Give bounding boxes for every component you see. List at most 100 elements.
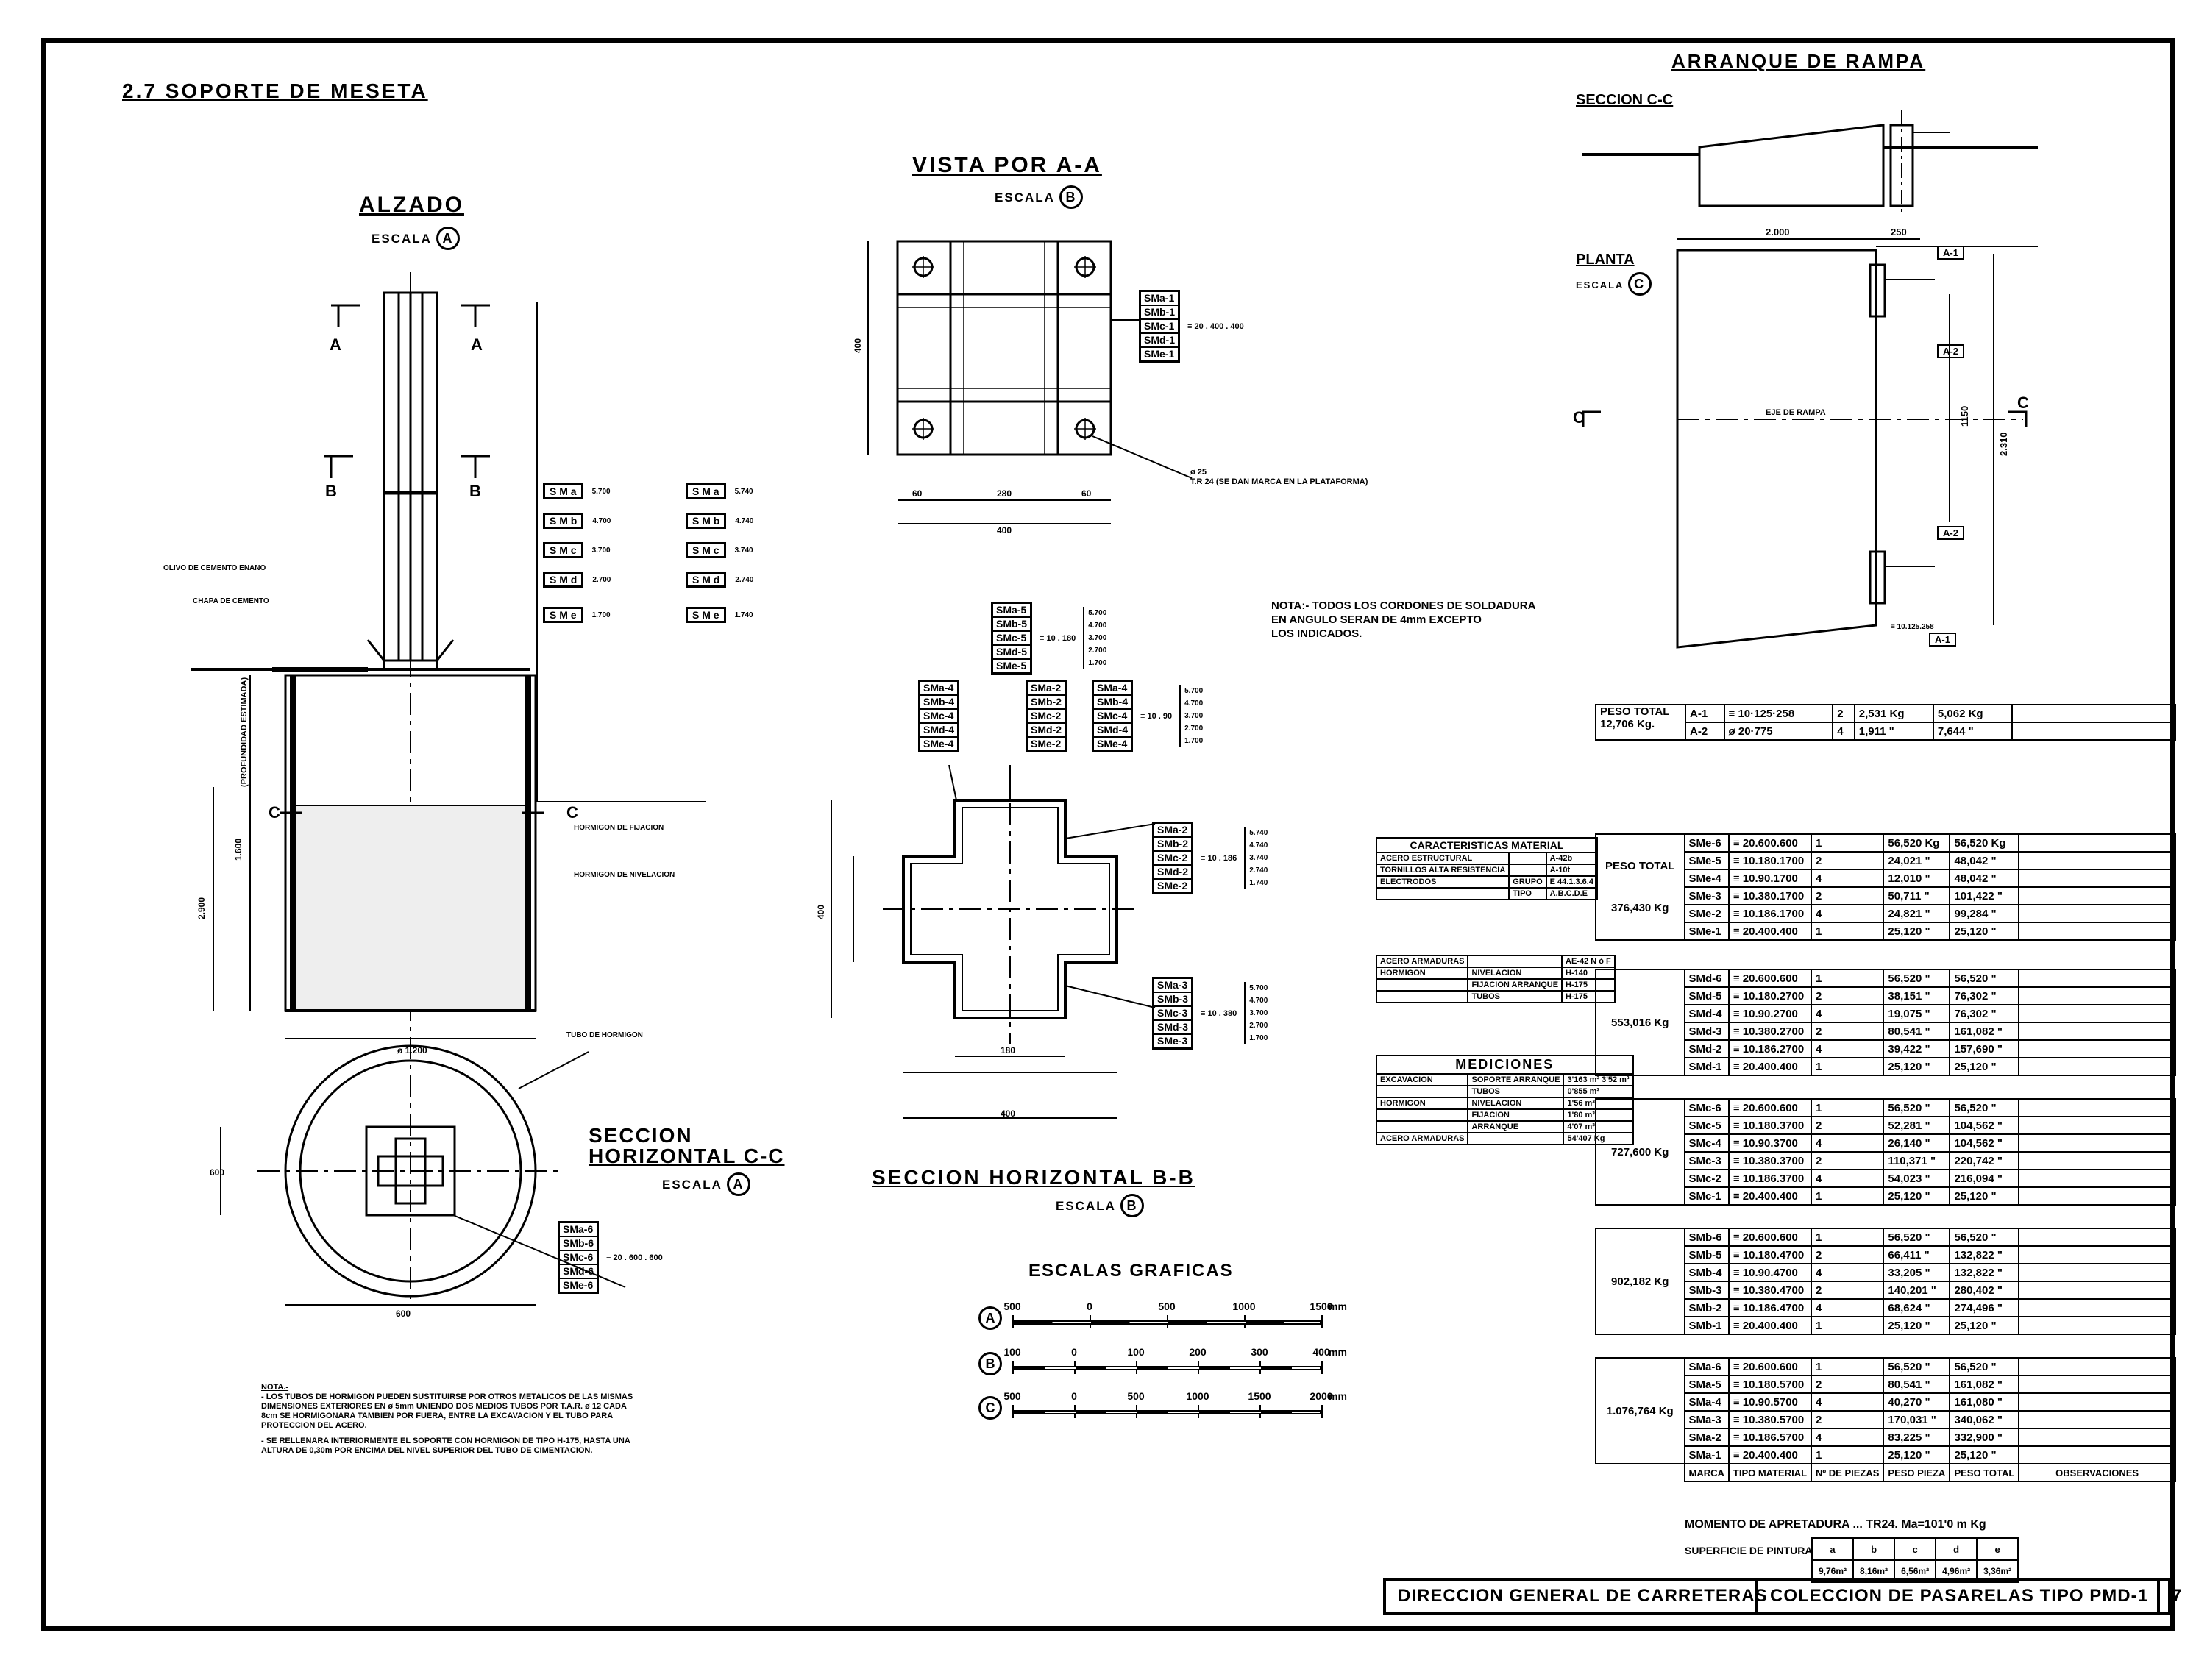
alzado-title: ALZADO — [359, 193, 464, 217]
elevation-tag: S M b — [543, 513, 584, 529]
marker-tag: SMa-4 — [920, 682, 957, 696]
marker-tag: SMe-4 — [923, 738, 954, 750]
label-hormigon-nivelacion: HORMIGON DE NIVELACION — [574, 871, 675, 879]
scale-tick-label: 100 — [1003, 1346, 1021, 1358]
marker-tag: SMe-2 — [1157, 880, 1188, 891]
seccion-bb-title: SECCION HORIZONTAL B-B — [872, 1166, 1195, 1189]
dim-aa-3: 60 — [1081, 488, 1092, 499]
scale-unit: mm — [1329, 1346, 1347, 1358]
marker-tag: SMa-6 — [560, 1223, 597, 1237]
marker-tag: SMc-3 — [1154, 1007, 1191, 1021]
marker-value: 3.740 — [1249, 854, 1268, 862]
marker-tag: SMb-2 — [1154, 838, 1191, 852]
marker-tag: SMc-5 — [993, 632, 1030, 646]
scale-tick-label: 1000 — [1186, 1390, 1209, 1402]
tag-a2-top: A-2 — [1937, 344, 1964, 358]
elevation-tag: S M c — [543, 542, 583, 558]
dim-1150-a: 1150 — [1959, 406, 1970, 427]
elevation-tag: S M e — [543, 607, 583, 623]
dim-bb-total: 400 — [1001, 1108, 1015, 1119]
tag-a1-top: A-1 — [1937, 246, 1964, 260]
group-total: 902,182 Kg — [1611, 1275, 1669, 1288]
scale-tick-label: 1000 — [1232, 1300, 1256, 1312]
c-mark-right: C — [2017, 394, 2029, 412]
group-total: 727,600 Kg — [1611, 1145, 1669, 1158]
marker-value: 3.700 — [1249, 1009, 1268, 1017]
scale-tick-label: 300 — [1251, 1346, 1268, 1358]
marker-profile: ≡ 10 . 380 — [1201, 1008, 1237, 1018]
marker-profile: ≡ 20 . 600 . 600 — [606, 1253, 663, 1262]
label-olivo: OLIVO DE CEMENTO ENANO — [163, 564, 266, 572]
marker-tag: SMc-2 — [1154, 852, 1191, 866]
pintura-label: SUPERFICIE DE PINTURA — [1685, 1545, 1813, 1556]
elevation-value: 4.700 — [592, 516, 611, 525]
marker-value: 4.700 — [1184, 700, 1204, 708]
label-chapa: CHAPA DE CEMENTO — [193, 597, 269, 605]
scale-tick-label: 0 — [1087, 1300, 1092, 1312]
elevation-value: 2.740 — [735, 575, 754, 584]
dim-bb-inner: 180 — [1001, 1045, 1015, 1056]
elevation-tag: S M d — [686, 572, 727, 588]
escalas-title: ESCALAS GRAFICAS — [1028, 1261, 1234, 1281]
marker-tag: SMe-5 — [996, 660, 1027, 672]
marker-tag: SMd-4 — [1094, 724, 1131, 738]
section-mark-b-left: B — [325, 482, 337, 500]
label-profundidad: (PROFUNDIDAD ESTIMADA) — [240, 677, 249, 787]
elevation-value: 1.740 — [734, 611, 753, 619]
marker-tag: SMb-4 — [920, 696, 957, 710]
marker-tag: SMd-5 — [993, 646, 1030, 660]
marker-tag: SMc-4 — [1094, 710, 1131, 724]
marker-value: 4.700 — [1249, 997, 1268, 1005]
title-org: DIRECCION GENERAL DE CARRETERAS — [1386, 1581, 1767, 1612]
scale-tick-label: 200 — [1189, 1346, 1207, 1358]
marker-tag: SMc-1 — [1141, 320, 1178, 334]
alzado-drawing: A A B B C C HORMIGON DE FIJACION HORMIGO… — [191, 272, 706, 1317]
marker-tag: SMd-2 — [1028, 724, 1065, 738]
momento-apretadura: MOMENTO DE APRETADURA ... TR24. Ma=101'0… — [1685, 1518, 1986, 1531]
marker-tag: SMa-2 — [1028, 682, 1065, 696]
title-block: DIRECCION GENERAL DE CARRETERAS COLECCIO… — [1383, 1578, 2181, 1615]
scale-tick-label: 2000 — [1310, 1390, 1333, 1402]
section-mark-c-right: C — [566, 803, 578, 822]
vista-aa-escala: ESCALA B — [995, 185, 1083, 209]
marker-value: 5.700 — [1184, 687, 1204, 695]
elevation-tag: S M c — [686, 542, 726, 558]
scale-tick-label: 0 — [1071, 1390, 1077, 1402]
dim-aa-1: 60 — [912, 488, 923, 499]
marker-profile: ≡ 10 . 180 — [1040, 633, 1076, 643]
elevation-value: 5.700 — [591, 487, 611, 496]
title-coleccion: COLECCION DE PASARELAS TIPO PMD-1 — [1758, 1581, 2160, 1612]
marker-tag: SMe-4 — [1097, 738, 1128, 750]
marker-value: 2.700 — [1249, 1022, 1268, 1030]
marker-tag: SMa-5 — [993, 604, 1030, 618]
